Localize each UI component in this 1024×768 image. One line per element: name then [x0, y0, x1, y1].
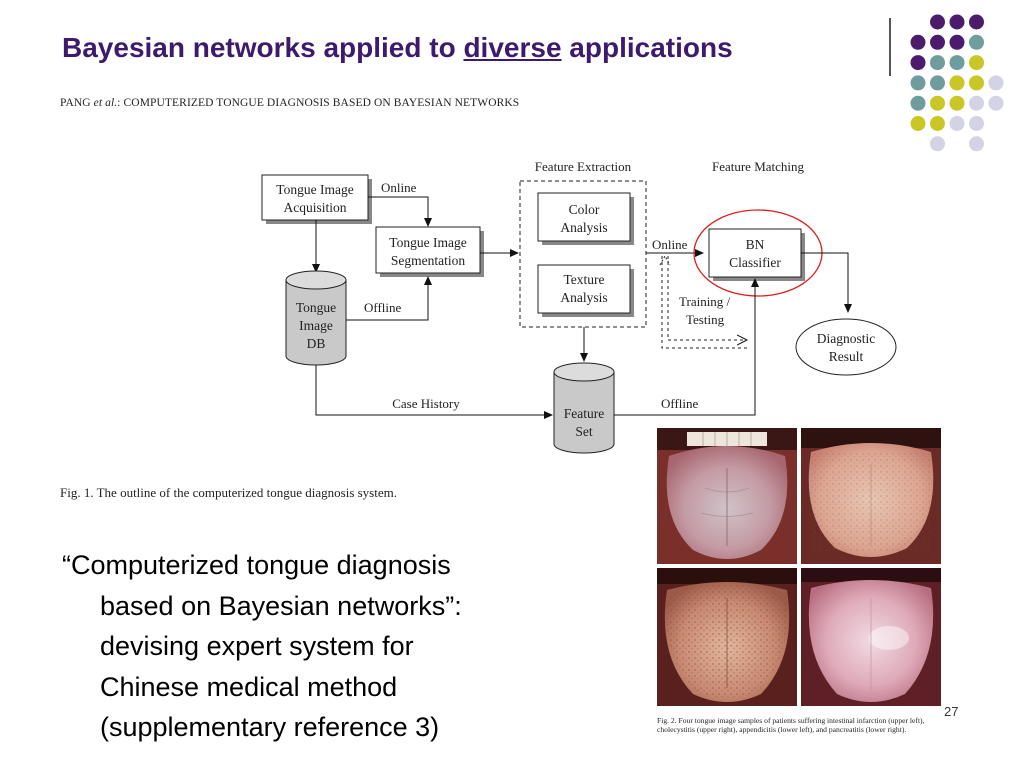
paper-header: PANG et al.: COMPUTERIZED TONGUE DIAGNOS… [60, 97, 519, 109]
testing-label: Testing [686, 312, 725, 327]
db-label: Image [299, 318, 333, 333]
bn-classifier-label: Classifier [729, 255, 781, 270]
bn-classifier-label: BN [746, 237, 765, 252]
decorative-dot [949, 14, 965, 30]
decorative-dot [949, 75, 965, 91]
decorative-dot [910, 95, 926, 111]
tongue-photo-grid [657, 428, 941, 706]
decorative-dot [969, 55, 984, 71]
quote-text: “Computerized tongue diagnosis based on … [62, 545, 602, 748]
feature-set-label: Feature [564, 406, 604, 421]
offline-label: Offline [364, 300, 402, 315]
quote-line: (supplementary reference 3) [100, 712, 440, 742]
color-analysis-label: Color [569, 202, 600, 217]
diagnostic-result-label: Result [829, 349, 864, 364]
db-label: DB [307, 336, 326, 351]
decorative-dot [949, 116, 965, 131]
quote-line: devising expert system for [100, 631, 414, 661]
decorative-dot [969, 116, 984, 131]
decorative-dot [949, 95, 965, 111]
paper-header-etal: et al. [93, 97, 118, 109]
page-number: 27 [944, 704, 959, 719]
segmentation-label: Segmentation [391, 253, 465, 268]
color-analysis-label: Analysis [560, 220, 607, 235]
case-history-label: Case History [392, 396, 460, 411]
decorative-dot [988, 75, 1004, 91]
decorative-dot [969, 95, 984, 111]
decorative-dot [930, 55, 945, 71]
paper-header-title: : COMPUTERIZED TONGUE DIAGNOSIS BASED ON… [117, 97, 520, 109]
decorative-dot [910, 116, 926, 131]
segmentation-label: Tongue Image [389, 235, 466, 250]
decorative-dot [949, 34, 965, 50]
acquisition-box: Tongue Image Acquisition [261, 174, 372, 224]
decorative-dot-grid [910, 14, 1004, 152]
acquisition-label: Acquisition [284, 200, 347, 215]
tongue-diagnosis-flow-diagram: Tongue Image Acquisition Online Tongue I… [261, 159, 897, 454]
quote-line: based on Bayesian networks”: [100, 590, 462, 621]
training-label: Training / [679, 294, 731, 309]
tongue-image-db-cylinder: Tongue Image DB [285, 270, 347, 366]
feature-set-label: Set [575, 424, 593, 439]
diagnostic-result-label: Diagnostic [817, 331, 876, 346]
title-text-part: Bayesian networks applied to [62, 32, 464, 63]
tongue-photo-upper-left [657, 428, 797, 564]
paper-header-author: PANG [60, 97, 94, 109]
decorative-dot [930, 34, 945, 50]
segmentation-box: Tongue Image Segmentation [375, 226, 484, 277]
decorative-dot [930, 75, 945, 91]
quote-line: Chinese medical method [100, 671, 398, 702]
db-label: Tongue [296, 300, 336, 315]
quote-line: “Computerized tongue diagnosis [62, 550, 451, 580]
color-analysis-box: Color Analysis [537, 192, 634, 245]
online-label: Online [381, 180, 417, 195]
title-underlined-word: diverse [463, 32, 562, 63]
texture-analysis-box: Texture Analysis [537, 264, 634, 317]
decorative-dot [930, 14, 945, 30]
texture-analysis-label: Texture [563, 272, 604, 287]
decorative-dot [949, 55, 965, 71]
feature-extraction-group [519, 180, 647, 328]
tongue-photo-upper-right [801, 428, 941, 564]
decorative-dot [930, 116, 945, 131]
title-divider [889, 18, 891, 76]
decorative-dot [910, 75, 926, 91]
slide-title: Bayesian networks applied to diverse app… [62, 32, 733, 64]
figure-2-caption: Fig. 2. Four tongue image samples of pat… [657, 716, 925, 734]
diagnostic-result-node: Diagnostic Result [795, 318, 897, 376]
feature-matching-label: Feature Matching [712, 159, 805, 174]
feature-extraction-label: Feature Extraction [535, 159, 632, 174]
decorative-dot [910, 34, 926, 50]
tongue-photo-lower-right [801, 568, 941, 706]
bn-classifier-box: BN Classifier [708, 228, 805, 281]
online-label: Online [652, 237, 688, 252]
decorative-dot [930, 95, 945, 111]
title-text-part: applications [561, 32, 733, 63]
figure-1-caption: Fig. 1. The outline of the computerized … [60, 485, 397, 500]
decorative-dot [988, 95, 1004, 111]
decorative-dot [969, 75, 984, 91]
tongue-photo-lower-left [657, 568, 797, 706]
acquisition-label: Tongue Image [276, 182, 353, 197]
decorative-dot [969, 34, 984, 50]
decorative-dot [930, 136, 945, 152]
decorative-dot [969, 136, 984, 152]
decorative-dot [969, 14, 984, 30]
decorative-dot [910, 55, 926, 71]
feature-set-cylinder: Feature Set [553, 362, 615, 454]
texture-analysis-label: Analysis [560, 290, 607, 305]
offline-label: Offline [661, 396, 699, 411]
